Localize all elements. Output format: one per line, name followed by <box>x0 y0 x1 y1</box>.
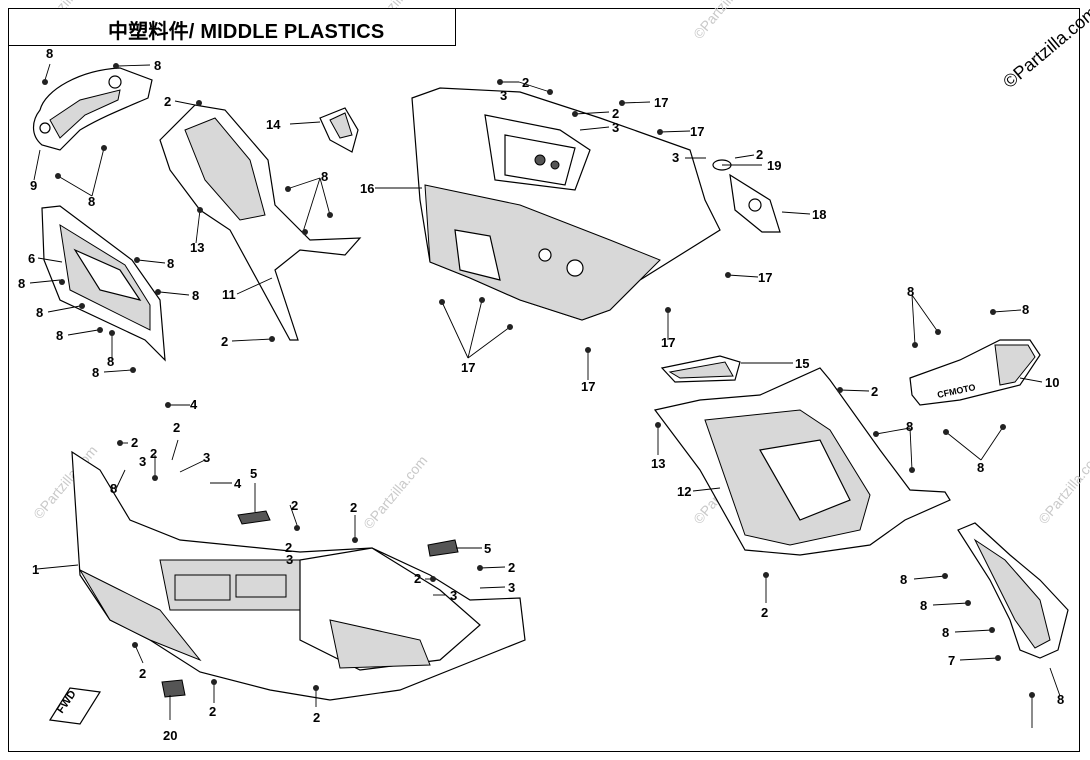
callout-label: 10 <box>1045 375 1059 390</box>
callout-label: 2 <box>164 94 171 109</box>
callout-label: 17 <box>581 379 595 394</box>
callout-label: 2 <box>508 560 515 575</box>
part-9-guard <box>32 67 153 151</box>
leader-lines <box>29 63 1061 728</box>
callout-label: 8 <box>321 169 328 184</box>
part-1-floor <box>71 450 526 701</box>
callout-label: 2 <box>173 420 180 435</box>
watermark: ©Partzilla.com <box>1035 447 1090 527</box>
callout-label: 2 <box>756 147 763 162</box>
watermark: ©Partzilla.com <box>360 452 430 532</box>
callout-label: 3 <box>500 88 507 103</box>
callout-label: 3 <box>286 552 293 567</box>
callout-label: 2 <box>131 435 138 450</box>
callout-label: 11 <box>222 287 236 302</box>
callout-label: 8 <box>907 284 914 299</box>
callout-label: 8 <box>900 572 907 587</box>
callout-label: 3 <box>672 150 679 165</box>
callout-label: 17 <box>758 270 772 285</box>
callout-label: 18 <box>812 207 826 222</box>
callout-label: 8 <box>46 46 53 61</box>
callout-label: 2 <box>522 75 529 90</box>
callout-label: 17 <box>661 335 675 350</box>
callout-label: 8 <box>18 276 25 291</box>
callout-label: 17 <box>654 95 668 110</box>
callout-label: 8 <box>1022 302 1029 317</box>
callout-label: 3 <box>612 120 619 135</box>
callout-label: 8 <box>92 365 99 380</box>
part-11-bracket <box>159 104 362 341</box>
callout-label: 3 <box>450 588 457 603</box>
part-14-clip <box>319 107 359 153</box>
part-12-side-panel <box>653 367 951 556</box>
callout-label: 2 <box>139 666 146 681</box>
callout-label: 2 <box>761 605 768 620</box>
callout-label: 8 <box>192 288 199 303</box>
callout-label: 2 <box>291 498 298 513</box>
callout-label: 8 <box>56 328 63 343</box>
callout-label: 8 <box>1057 692 1064 707</box>
part-15-cover <box>660 355 741 383</box>
callout-label: 6 <box>28 251 35 266</box>
callout-label: 5 <box>484 541 491 556</box>
callout-label: 14 <box>266 117 281 132</box>
callout-label: 20 <box>163 728 177 743</box>
part-18-plate <box>729 173 781 233</box>
callout-label: 3 <box>139 454 146 469</box>
callout-label: 4 <box>234 476 242 491</box>
callout-label: 1 <box>32 562 39 577</box>
callout-label: 8 <box>154 58 161 73</box>
callout-label: 8 <box>167 256 174 271</box>
fasteners <box>42 63 1035 698</box>
callout-label: 2 <box>150 446 157 461</box>
part-5-clip <box>237 510 459 557</box>
callout-label: 19 <box>767 158 781 173</box>
callout-label: 8 <box>88 194 95 209</box>
callout-label: 9 <box>30 178 37 193</box>
callout-labels: 8 8 9 8 2 14 8 13 11 2 6 8 8 8 8 8 8 8 1… <box>18 46 1064 743</box>
callout-label: 4 <box>190 397 198 412</box>
callout-label: 2 <box>350 500 357 515</box>
callout-label: 8 <box>107 354 114 369</box>
callout-label: 8 <box>906 419 913 434</box>
callout-label: 15 <box>795 356 809 371</box>
callout-label: 2 <box>285 540 292 555</box>
callout-label: 2 <box>209 704 216 719</box>
callout-label: 8 <box>942 625 949 640</box>
callout-label: 17 <box>461 360 475 375</box>
title-box: 中塑料件/ MIDDLE PLASTICS <box>8 8 456 46</box>
part-6-side-panel <box>41 205 166 362</box>
callout-label: 3 <box>203 450 210 465</box>
callout-label: 12 <box>677 484 691 499</box>
diagram-title: 中塑料件/ MIDDLE PLASTICS <box>108 21 385 43</box>
callout-label: 5 <box>250 466 257 481</box>
part-7-side-panel <box>957 522 1069 659</box>
callout-label: 2 <box>414 571 421 586</box>
callout-label: 13 <box>190 240 204 255</box>
callout-label: 8 <box>920 598 927 613</box>
callout-label: 8 <box>977 460 984 475</box>
fwd-arrow: FWD <box>48 687 102 725</box>
callout-label: 13 <box>651 456 665 471</box>
watermark: ©Partzilla.com <box>690 0 760 42</box>
callout-label: 8 <box>36 305 43 320</box>
callout-label: 2 <box>221 334 228 349</box>
part-10-cover: CFMOTO <box>909 339 1041 406</box>
part-20-clip <box>161 679 186 698</box>
part-16-dash-panel <box>411 87 721 321</box>
callout-label: 2 <box>871 384 878 399</box>
callout-label: 8 <box>110 481 117 496</box>
callout-label: 2 <box>612 106 619 121</box>
callout-label: 16 <box>360 181 374 196</box>
callout-label: 17 <box>690 124 704 139</box>
callout-label: 2 <box>313 710 320 725</box>
diagram-frame <box>8 8 1080 752</box>
callout-label: 3 <box>508 580 515 595</box>
callout-label: 7 <box>948 653 955 668</box>
